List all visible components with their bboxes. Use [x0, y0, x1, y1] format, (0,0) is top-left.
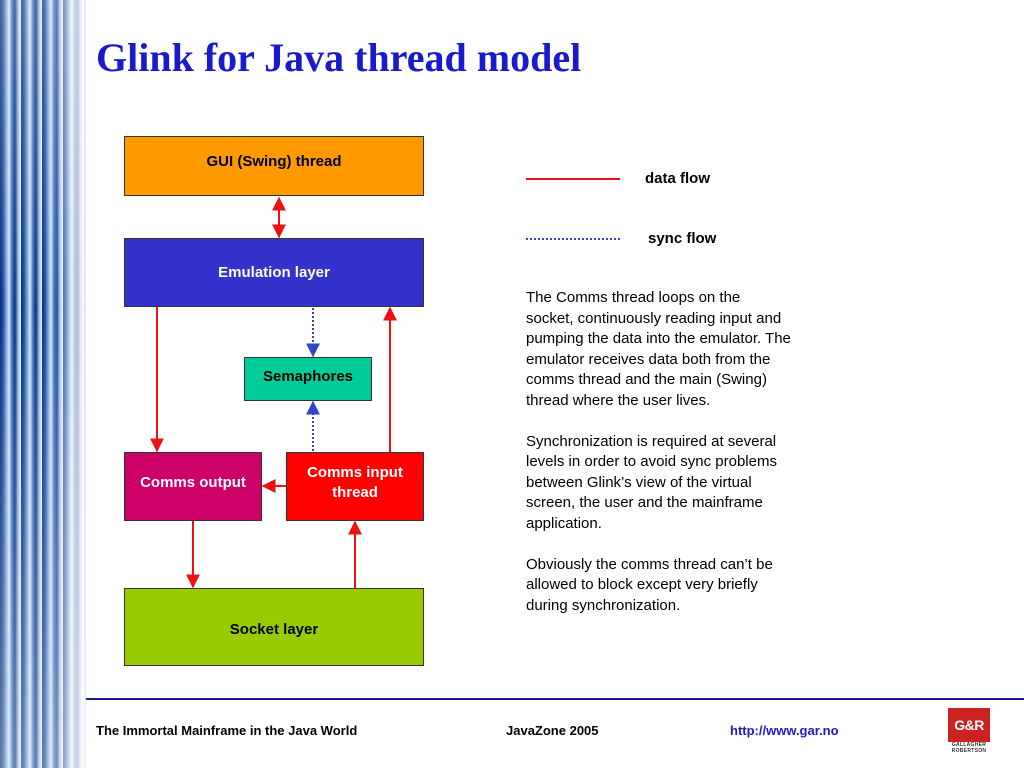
emulation-layer-label: Emulation layer	[218, 263, 330, 281]
gui-swing-thread-label: GUI (Swing) thread	[206, 153, 342, 170]
legend-data-flow-label: data flow	[645, 170, 711, 187]
footer-website-link[interactable]: http://www.gar.no	[730, 723, 839, 738]
logo-line-1: GALLAGHER	[951, 742, 987, 748]
logo-line-2: ROBERTSON	[951, 748, 987, 754]
comms-output-label: Comms output	[140, 473, 246, 491]
comms-output-box: Comms output	[124, 452, 262, 521]
legend-sync-flow-label: sync flow	[648, 230, 717, 247]
comms-input-thread-label: Comms input thread	[307, 463, 403, 501]
description-text: The Comms thread loops on the socket, co…	[526, 288, 791, 637]
footer-event: JavaZone 2005	[506, 723, 599, 738]
emulation-layer-box: Emulation layer	[124, 238, 424, 307]
comms-input-thread-box: Comms input thread	[286, 452, 424, 521]
socket-layer-label: Socket layer	[229, 621, 319, 638]
description-paragraph: Obviously the comms thread can’t be allo…	[526, 555, 773, 614]
footer-presentation-title: The Immortal Mainframe in the Java World	[96, 723, 358, 738]
footer-divider	[86, 698, 1024, 700]
decorative-side-strip	[0, 0, 86, 768]
logo-mark: G&R	[948, 708, 990, 742]
gui-swing-thread-box: GUI (Swing) thread	[124, 136, 424, 196]
semaphores-label: Semaphores	[262, 368, 354, 385]
slide-title: Glink for Java thread model	[96, 35, 582, 80]
description-paragraph: The Comms thread loops on the socket, co…	[526, 289, 791, 409]
company-logo: G&R GALLAGHER ROBERTSON	[948, 708, 990, 754]
description-paragraph: Synchronization is required at several l…	[526, 432, 777, 532]
semaphores-box: Semaphores	[244, 357, 372, 401]
socket-layer-box: Socket layer	[124, 588, 424, 666]
